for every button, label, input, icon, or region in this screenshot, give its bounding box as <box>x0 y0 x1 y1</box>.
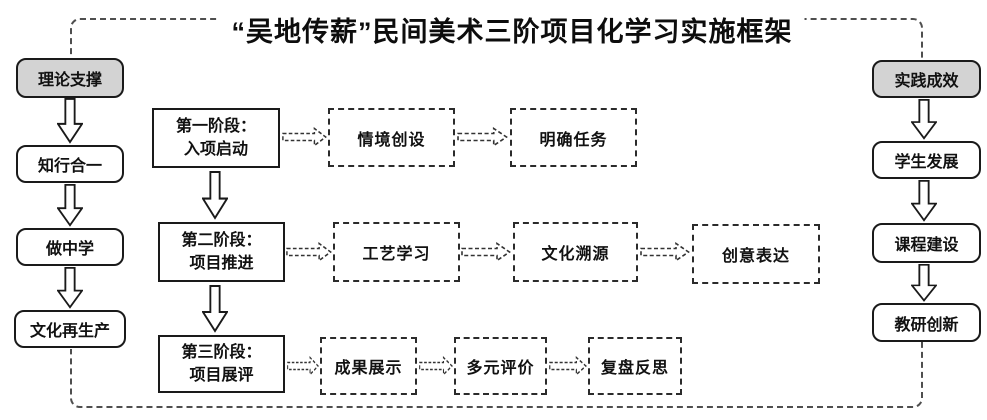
right-arrow-dashed-icon <box>419 356 453 376</box>
right-item-box: 学生发展 <box>872 141 981 179</box>
stage-1-name: 第一阶段： <box>175 117 256 135</box>
down-arrow-icon <box>911 180 937 222</box>
stage-3-name: 第三阶段： <box>181 343 262 361</box>
step-box: 成果展示 <box>320 337 417 395</box>
step-box: 工艺学习 <box>333 222 460 282</box>
down-arrow-icon <box>57 184 83 227</box>
left-item-box: 文化再生产 <box>14 310 126 348</box>
step-box: 情境创设 <box>328 108 455 167</box>
stage-2-name: 第二阶段： <box>181 231 262 249</box>
down-arrow-icon <box>57 267 83 309</box>
step-box: 文化溯源 <box>513 222 638 282</box>
right-arrow-dashed-icon <box>640 242 690 262</box>
step-box: 多元评价 <box>454 337 547 395</box>
down-arrow-icon <box>202 171 228 220</box>
stage-2-box: 第二阶段： 项目推进 <box>158 222 285 282</box>
down-arrow-icon <box>57 98 83 144</box>
stage-3-box: 第三阶段： 项目展评 <box>158 335 285 393</box>
right-header-box: 实践成效 <box>872 60 981 98</box>
right-item-box: 教研创新 <box>872 303 981 342</box>
left-item-box: 知行合一 <box>16 145 124 183</box>
diagram-title: “吴地传薪”民间美术三阶项目化学习实施框架 <box>219 10 805 49</box>
step-box: 创意表达 <box>692 224 820 284</box>
stage-1-subtitle: 入项启动 <box>183 141 248 158</box>
down-arrow-icon <box>202 285 228 333</box>
stage-3-subtitle: 项目展评 <box>189 367 254 384</box>
right-arrow-dashed-icon <box>287 356 319 376</box>
down-arrow-icon <box>911 99 937 140</box>
left-header-box: 理论支撑 <box>16 58 124 98</box>
right-arrow-dashed-icon <box>282 127 327 147</box>
step-box: 复盘反思 <box>588 337 682 395</box>
right-item-box: 课程建设 <box>872 223 981 263</box>
right-arrow-dashed-icon <box>286 242 332 262</box>
right-arrow-dashed-icon <box>457 127 508 147</box>
right-arrow-dashed-icon <box>461 242 511 262</box>
stage-2-subtitle: 项目推进 <box>189 255 254 272</box>
left-item-box: 做中学 <box>16 228 124 266</box>
right-arrow-dashed-icon <box>549 356 587 376</box>
down-arrow-icon <box>911 264 937 302</box>
stage-1-box: 第一阶段： 入项启动 <box>152 108 280 168</box>
step-box: 明确任务 <box>510 108 637 167</box>
